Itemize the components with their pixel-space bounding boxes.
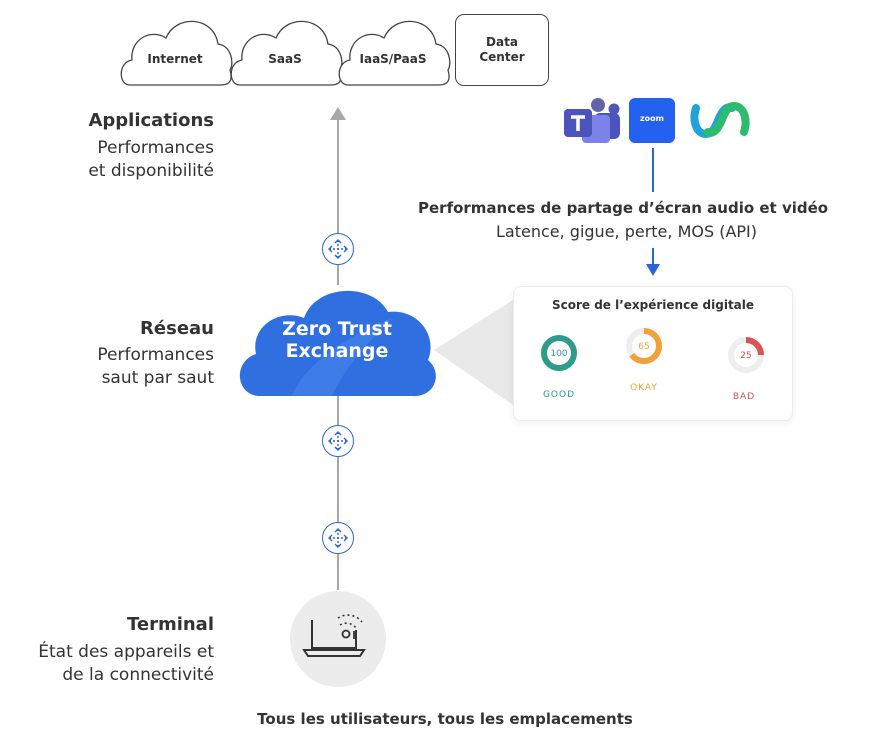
teams-icon xyxy=(564,98,620,143)
hop-node-3 xyxy=(322,522,354,554)
collab-performance-subtitle: Latence, gigue, perte, MOS (API) xyxy=(496,222,758,241)
iaas-label: IaaS/PaaS xyxy=(359,52,427,66)
network-line2: saut par saut xyxy=(101,368,214,388)
score-value-okay: 65 xyxy=(638,342,649,352)
score-ring-good xyxy=(541,335,577,371)
zoom-icon: zoom xyxy=(629,98,675,143)
applications-title: Applications xyxy=(88,110,214,131)
zero-trust-line2: Exchange xyxy=(285,340,389,362)
hop-icon xyxy=(328,431,348,451)
hop-node-1 xyxy=(322,233,354,265)
network-title: Réseau xyxy=(140,318,214,339)
score-ring-okay xyxy=(626,328,662,364)
terminal-title: Terminal xyxy=(126,614,214,635)
spotlight-beam xyxy=(434,300,513,405)
terminal-line2: de la connectivité xyxy=(62,665,214,685)
hop-icon xyxy=(328,239,348,259)
footer-caption: Tous les utilisateurs, tous les emplacem… xyxy=(257,710,633,728)
terminal-circle xyxy=(290,591,386,687)
up-arrow-icon xyxy=(330,107,346,120)
webex-icon xyxy=(690,101,750,139)
down-arrow-icon xyxy=(646,264,660,276)
terminal-line1: État des appareils et xyxy=(38,642,214,662)
hop-node-2 xyxy=(322,425,354,457)
internet-label: Internet xyxy=(147,52,203,66)
score-label-bad: BAD xyxy=(732,392,756,402)
datacenter-label-line2: Center xyxy=(479,50,525,64)
hop-icon xyxy=(328,528,348,548)
score-rings: 100 65 25 xyxy=(541,328,764,373)
zero-trust-label: Zero Trust Exchange xyxy=(232,318,442,362)
zero-trust-line1: Zero Trust xyxy=(282,318,392,340)
card-title: Score de l’expérience digitale xyxy=(551,298,755,312)
digital-experience-card: Score de l’expérience digitale 100 65 25 G… xyxy=(513,286,793,421)
saas-label: SaaS xyxy=(268,52,302,66)
score-value-good: 100 xyxy=(550,349,567,359)
zero-trust-cloud-icon xyxy=(239,290,436,397)
collab-performance-title: Performances de partage d’écran audio et… xyxy=(418,199,829,217)
zoom-text: zoom xyxy=(640,114,664,123)
score-label-good: GOOD xyxy=(542,390,576,400)
iaas-cloud-icon xyxy=(338,20,451,86)
datacenter-label-line1: Data xyxy=(486,35,518,49)
laptop-wifi-icon xyxy=(302,614,366,657)
score-value-bad: 25 xyxy=(740,351,751,361)
applications-line1: Performances xyxy=(97,138,214,158)
network-line1: Performances xyxy=(97,345,214,365)
score-label-okay: OKAY xyxy=(630,383,658,393)
score-ring-bad xyxy=(728,337,764,373)
applications-line2: et disponibilité xyxy=(88,161,214,181)
datacenter-box: Data Center xyxy=(455,14,549,86)
destination-clouds xyxy=(120,20,451,86)
